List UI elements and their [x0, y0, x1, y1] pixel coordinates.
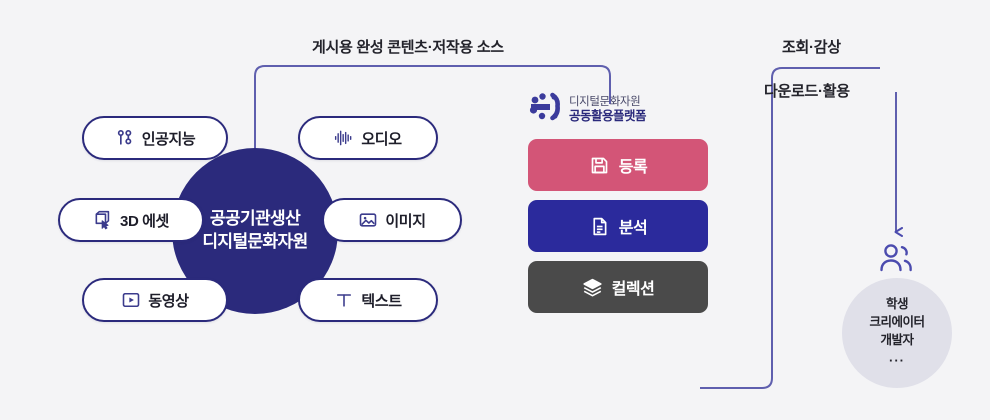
document-report-icon	[589, 216, 610, 237]
hub-title-line2: 디지털문화자원	[202, 232, 308, 251]
asset-pill-image[interactable]: 이미지	[322, 198, 462, 242]
platform-logo: 디지털문화자원 공동활용플랫폼	[528, 92, 708, 127]
asset-pill-label: 인공지능	[141, 130, 196, 148]
asset-pill-text[interactable]: 텍스트	[298, 278, 438, 322]
asset-pill-3d[interactable]: 3D 에셋	[58, 198, 204, 242]
platform-starburst-logo-icon	[528, 92, 562, 127]
consumer-label: 학생	[885, 297, 909, 312]
platform-button-label: 컬렉션	[611, 281, 655, 298]
caption-flow-view: 조회·감상	[782, 39, 841, 56]
asset-pill-ai[interactable]: 인공지능	[82, 116, 228, 160]
platform-panel: 디지털문화자원 공동활용플랫폼 등록	[528, 92, 708, 322]
caption-flow-download: 다운로드·활용	[764, 83, 850, 100]
asset-pill-audio[interactable]: 오디오	[298, 116, 438, 160]
consumer-label: 개발자	[880, 333, 914, 348]
platform-logo-line2: 공동활용플랫폼	[569, 108, 647, 123]
caption-flow-to-platform: 게시용 완성 콘텐츠·저작용 소스	[312, 39, 504, 56]
hub-title-line1: 공공기관생산	[209, 209, 301, 229]
platform-logo-line1: 디지털문화자원	[569, 95, 641, 108]
text-t-icon	[334, 290, 354, 310]
platform-button-collection[interactable]: 컬렉션	[528, 261, 708, 313]
platform-button-register[interactable]: 등록	[528, 139, 708, 191]
asset-pill-label: 이미지	[385, 212, 426, 230]
asset-pill-label: 3D 에셋	[120, 212, 169, 230]
asset-pill-label: 오디오	[361, 130, 402, 148]
cube-cursor-icon	[93, 210, 113, 230]
audio-waveform-icon	[334, 128, 354, 148]
save-floppy-icon	[589, 155, 610, 176]
users-group-icon	[877, 243, 915, 273]
ai-node-icon	[115, 128, 135, 148]
asset-pill-label: 텍스트	[361, 292, 402, 310]
consumer-ellipsis: ···	[889, 353, 905, 369]
video-play-icon	[121, 290, 141, 310]
asset-pill-label: 동영상	[148, 292, 189, 310]
image-picture-icon	[358, 210, 378, 230]
consumer-group-circle: 학생 크리에이터 개발자 ···	[842, 278, 952, 388]
platform-button-analysis[interactable]: 분석	[528, 200, 708, 252]
platform-button-label: 분석	[618, 220, 648, 237]
consumer-label: 크리에이터	[869, 315, 925, 330]
platform-button-label: 등록	[618, 159, 648, 176]
asset-pill-video[interactable]: 동영상	[82, 278, 228, 322]
layers-stack-icon	[582, 277, 603, 298]
